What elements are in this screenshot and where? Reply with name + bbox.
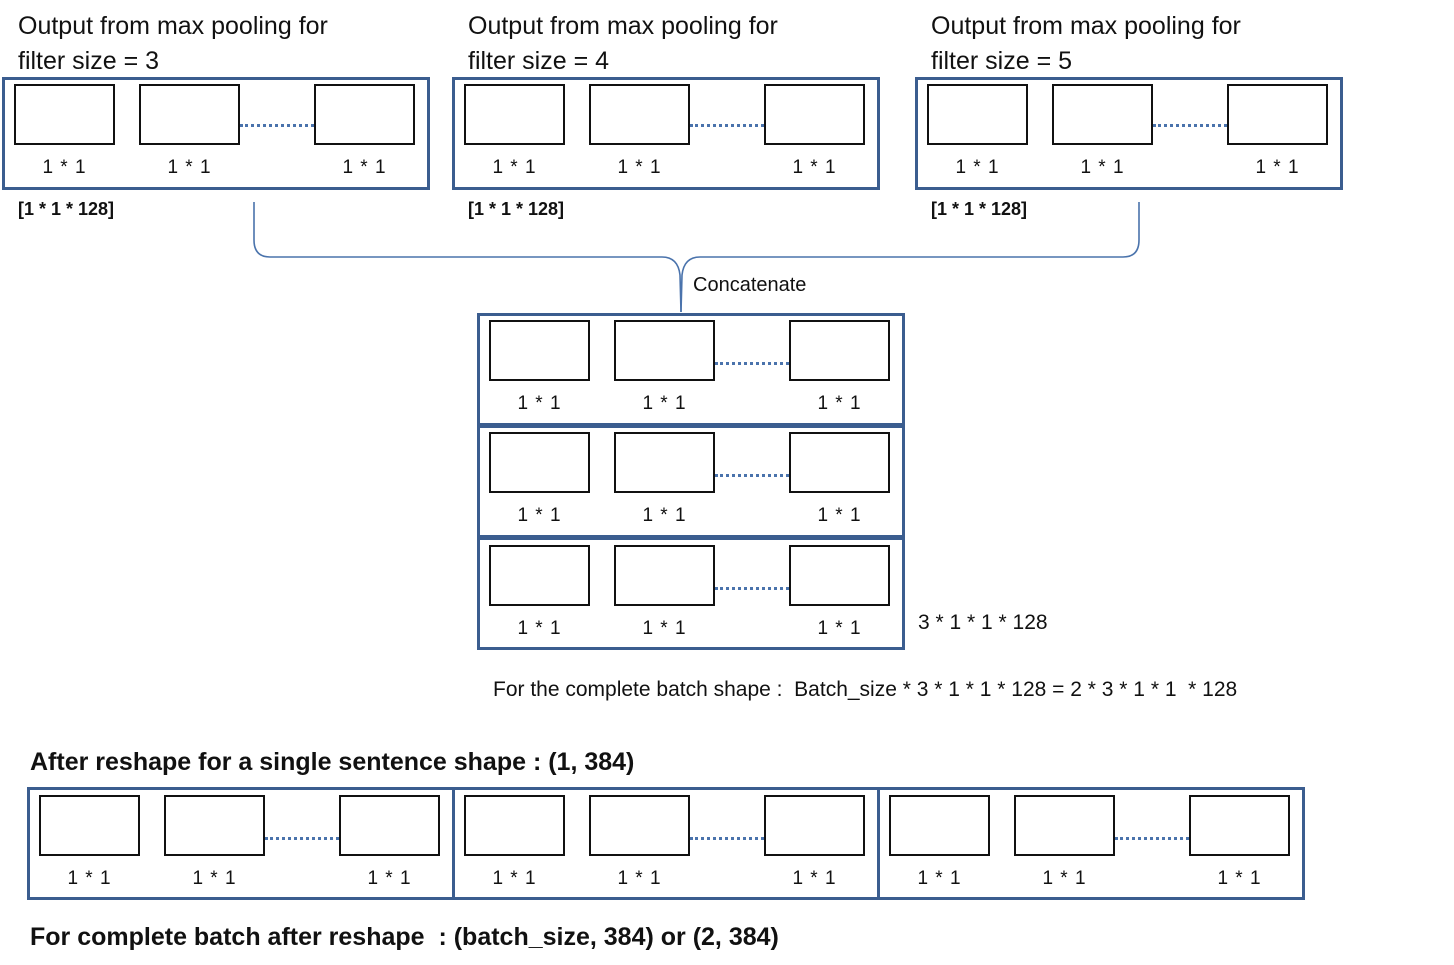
cell-label: 1 * 1 (342, 157, 387, 178)
cell-label: 1 * 1 (642, 618, 687, 639)
cell-label: 1 * 1 (42, 157, 87, 178)
cell-label: 1 * 1 (617, 157, 662, 178)
cell-label: 1 * 1 (367, 868, 412, 889)
feature-cell (464, 84, 565, 145)
feature-cell (1052, 84, 1153, 145)
feature-cell (889, 795, 990, 856)
feature-cell (764, 795, 865, 856)
feature-cell (764, 84, 865, 145)
feature-cell (1014, 795, 1115, 856)
feature-cell (14, 84, 115, 145)
cell-label: 1 * 1 (517, 393, 562, 414)
cell-label: 1 * 1 (517, 505, 562, 526)
ellipsis-connector (690, 837, 764, 840)
cell-label: 1 * 1 (492, 868, 537, 889)
concatenate-label: Concatenate (693, 274, 807, 296)
concatenate-brace (253, 202, 1140, 313)
cell-label: 1 * 1 (1255, 157, 1300, 178)
feature-cell (1189, 795, 1290, 856)
cell-label: 1 * 1 (792, 157, 837, 178)
feature-cell (139, 84, 240, 145)
shape-label: [1 * 1 * 128] (931, 199, 1028, 219)
cell-label: 1 * 1 (517, 618, 562, 639)
reshape-batch-label: For complete batch after reshape : (batc… (30, 923, 779, 951)
cell-label: 1 * 1 (817, 618, 862, 639)
feature-cell (614, 320, 715, 381)
ellipsis-connector (1115, 837, 1189, 840)
cell-label: 1 * 1 (642, 393, 687, 414)
reshape-single-label: After reshape for a single sentence shap… (30, 748, 635, 776)
feature-cell (589, 84, 690, 145)
feature-cell (464, 795, 565, 856)
feature-cell (927, 84, 1028, 145)
feature-cell (1227, 84, 1328, 145)
cell-label: 1 * 1 (192, 868, 237, 889)
feature-cell (489, 320, 590, 381)
batch-shape-text: For the complete batch shape : Batch_siz… (493, 678, 1238, 701)
ellipsis-connector (1153, 124, 1227, 127)
cell-label: 1 * 1 (1042, 868, 1087, 889)
ellipsis-connector (715, 362, 789, 365)
feature-cell (614, 432, 715, 493)
ellipsis-connector (690, 124, 764, 127)
feature-cell (339, 795, 440, 856)
cell-label: 1 * 1 (1080, 157, 1125, 178)
cell-label: 1 * 1 (642, 505, 687, 526)
cell-label: 1 * 1 (792, 868, 837, 889)
cell-label: 1 * 1 (917, 868, 962, 889)
panel-title: Output from max pooling for filter size … (18, 12, 328, 75)
cell-label: 1 * 1 (492, 157, 537, 178)
feature-cell (789, 432, 890, 493)
cell-label: 1 * 1 (817, 393, 862, 414)
feature-cell (39, 795, 140, 856)
cell-label: 1 * 1 (167, 157, 212, 178)
cell-label: 1 * 1 (955, 157, 1000, 178)
feature-cell (589, 795, 690, 856)
ellipsis-connector (715, 587, 789, 590)
panel-title: Output from max pooling for filter size … (931, 12, 1241, 75)
feature-cell (314, 84, 415, 145)
ellipsis-connector (715, 474, 789, 477)
ellipsis-connector (265, 837, 339, 840)
cell-label: 1 * 1 (1217, 868, 1262, 889)
feature-cell (789, 545, 890, 606)
shape-label: [1 * 1 * 128] (18, 199, 115, 219)
feature-cell (164, 795, 265, 856)
cell-label: 1 * 1 (817, 505, 862, 526)
panel-title: Output from max pooling for filter size … (468, 12, 778, 75)
feature-cell (789, 320, 890, 381)
cell-label: 1 * 1 (617, 868, 662, 889)
feature-cell (489, 432, 590, 493)
feature-cell (489, 545, 590, 606)
feature-cell (614, 545, 715, 606)
ellipsis-connector (240, 124, 314, 127)
cell-label: 1 * 1 (67, 868, 112, 889)
concat-shape-label: 3 * 1 * 1 * 128 (918, 611, 1048, 634)
shape-label: [1 * 1 * 128] (468, 199, 565, 219)
